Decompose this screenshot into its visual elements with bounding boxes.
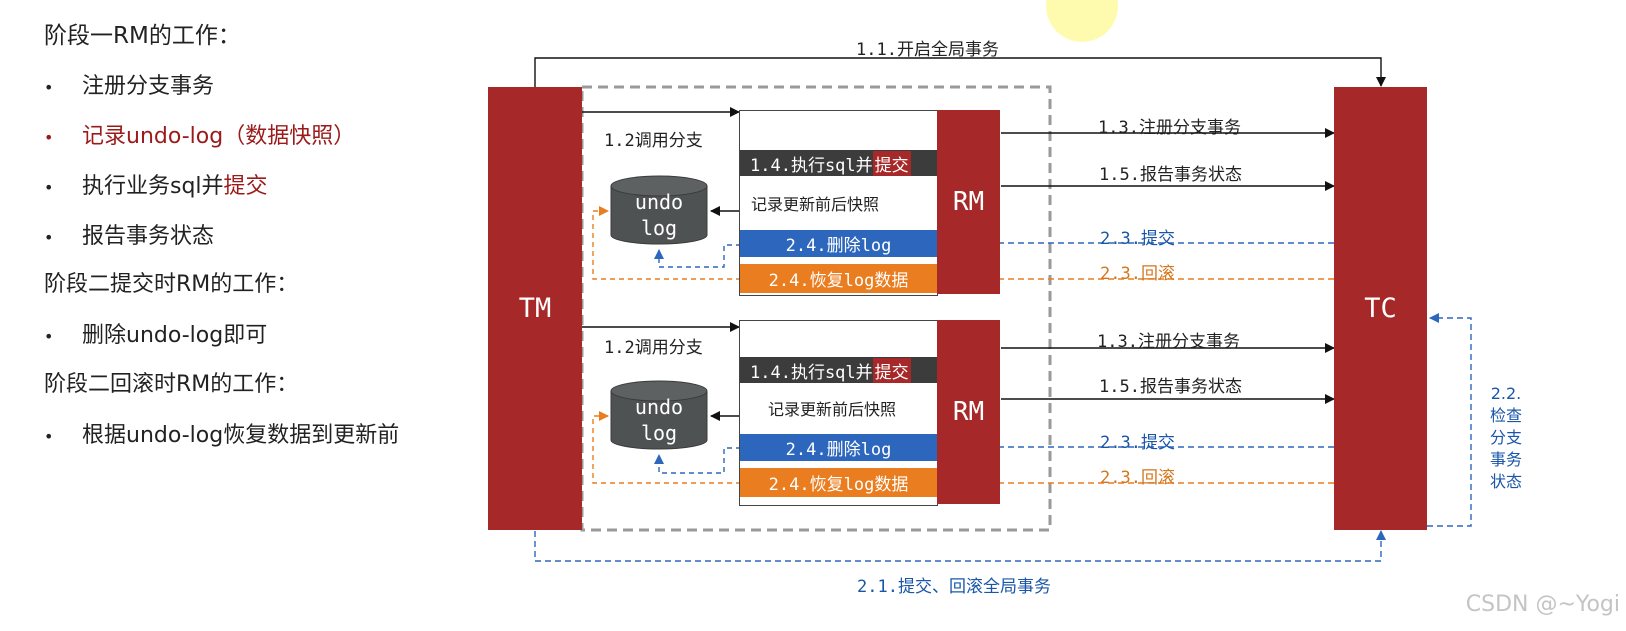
undo-log-db-1 (610, 175, 708, 245)
bullet-dot: • (44, 228, 54, 247)
phase2-heading: 阶段二提交时RM的工作： (44, 272, 299, 297)
bullet-dot: • (44, 427, 54, 446)
left-text-panel: 阶段一RM的工作： •注册分支事务 •记录undo-log（数据快照） •执行业… (0, 0, 470, 631)
register-label-2: 1.3.注册分支事务 (1097, 332, 1240, 352)
phase1-heading: 阶段一RM的工作： (44, 23, 241, 49)
report-label-1: 1.5.报告事务状态 (1099, 165, 1242, 185)
restore-log-bar-1: 2.4.恢复log数据 (740, 264, 937, 293)
exec-sql-bar-2: 1.4.执行sql并提交 (740, 357, 937, 383)
snapshot-label-2: 记录更新前后快照 (768, 400, 897, 419)
rm-box-1: RM (937, 110, 1000, 294)
tc-box: TC (1334, 87, 1427, 530)
watermark: CSDN @~Yogi (1465, 592, 1620, 617)
arrow-delete-db-2 (654, 447, 741, 474)
report-label-2: 1.5.报告事务状态 (1099, 377, 1242, 397)
commit-label-1: 2.3.提交 (1100, 229, 1175, 249)
bullet-dot: • (44, 128, 54, 147)
undo-log-db-2 (610, 380, 708, 450)
tm-box: TM (488, 87, 582, 530)
bullet-dot: • (44, 178, 54, 197)
arrow-begin-global (534, 57, 1386, 87)
exec-sql-bar-1: 1.4.执行sql并提交 (740, 150, 937, 176)
rollback-label-1: 2.3.回滚 (1100, 264, 1175, 284)
phase1-item-undo-log: •记录undo-log（数据快照） (44, 124, 356, 149)
arrow-delete-db-1 (654, 244, 741, 268)
phase1-item-report: •报告事务状态 (44, 224, 215, 249)
phase3-item-restore: •根据undo-log恢复数据到更新前 (44, 423, 400, 448)
arrow-check-status (1427, 313, 1472, 527)
begin-global-label: 1.1.开启全局事务 (856, 40, 999, 60)
phase2-item-delete: •删除undo-log即可 (44, 323, 268, 348)
call-branch-label-2: 1.2调用分支 (604, 338, 703, 358)
delete-log-bar-2: 2.4.删除log (740, 434, 937, 461)
call-branch-label-1: 1.2调用分支 (604, 131, 703, 151)
phase1-item-register: •注册分支事务 (44, 74, 215, 99)
rm-box-2: RM (937, 320, 1000, 504)
arrow-restore-db-1 (592, 206, 741, 280)
register-label-1: 1.3.注册分支事务 (1098, 118, 1241, 138)
rollback-label-2: 2.3.回滚 (1100, 468, 1175, 488)
global-tx-boundary (580, 85, 1052, 532)
phase3-heading: 阶段二回滚时RM的工作： (44, 372, 299, 397)
bullet-dot: • (44, 327, 54, 346)
restore-log-bar-2: 2.4.恢复log数据 (740, 468, 937, 497)
commit-label-2: 2.3.提交 (1100, 433, 1175, 453)
global-commit-rollback-label: 2.1.提交、回滚全局事务 (857, 577, 1051, 597)
snapshot-label-1: 记录更新前后快照 (751, 195, 880, 214)
check-status-label: 2.2. 检查 分支 事务 状态 (1489, 384, 1522, 491)
arrow-restore-db-2 (592, 411, 741, 484)
bullet-dot: • (44, 78, 54, 97)
phase1-item-exec-sql: •执行业务sql并提交 (44, 174, 268, 199)
delete-log-bar-1: 2.4.删除log (740, 230, 937, 257)
arrow-global-commit-rollback (534, 530, 1386, 562)
